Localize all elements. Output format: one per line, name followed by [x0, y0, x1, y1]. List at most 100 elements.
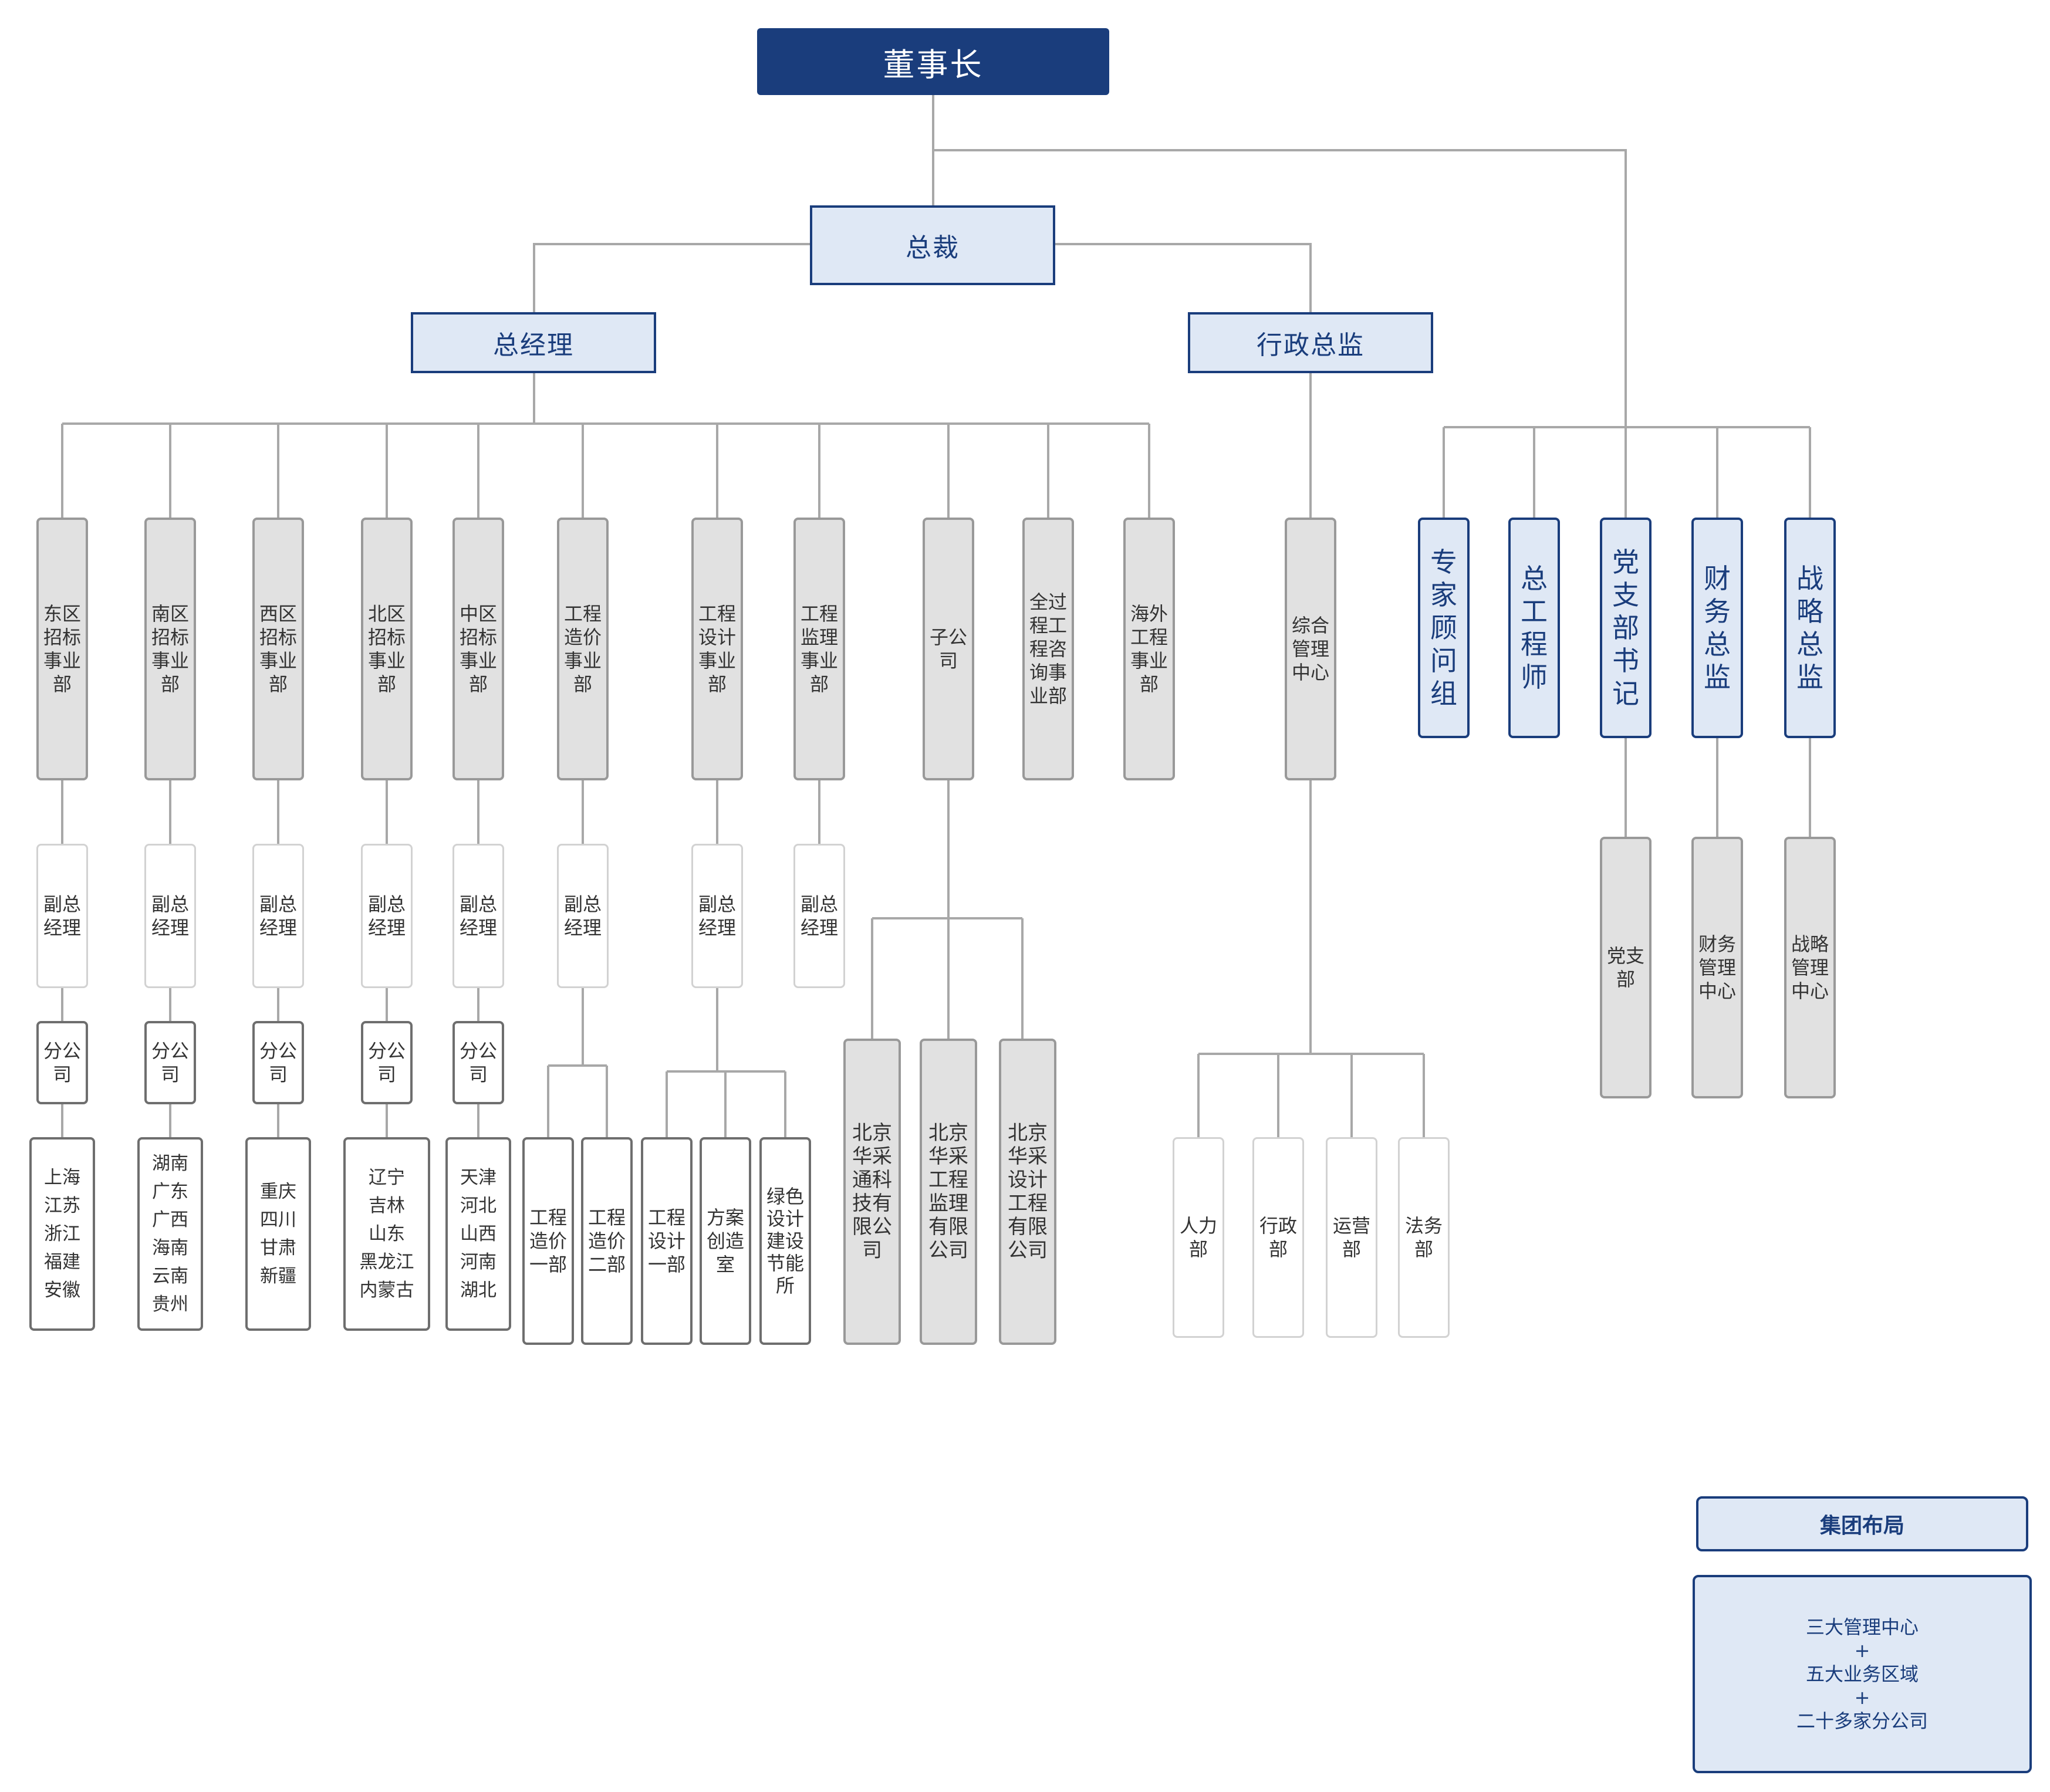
expert-advisory-group: 专家顾问组 [1418, 518, 1470, 738]
finance-management-center: 财务管理中心 [1691, 837, 1743, 1098]
strategy-management-center: 战略管理中心 [1784, 837, 1836, 1098]
chairman-label: 董事长 [883, 46, 984, 83]
deputy-gm: 副总经理 [793, 844, 845, 988]
sub-unit-label: 党支部 [1606, 945, 1644, 990]
admin-department: 人力部 [1173, 1137, 1224, 1338]
subsidiary-label: 北京华采通科技有限公司 [852, 1121, 892, 1262]
deputy-gm-label: 副总经理 [259, 893, 297, 939]
deputy-gm-label: 副总经理 [43, 893, 81, 939]
chief-engineer: 总工程师 [1508, 518, 1560, 738]
deputy-gm: 副总经理 [452, 844, 504, 988]
unit-cost: 工程造价事业部 [557, 518, 609, 780]
unit-label: 海外工程事业部 [1130, 603, 1168, 695]
subsidiary-company: 北京华采通科技有限公司 [843, 1039, 901, 1345]
party-branch: 党支部 [1600, 837, 1652, 1098]
sub-unit-label: 战略管理中心 [1791, 933, 1829, 1002]
branch-label: 分公司 [367, 1040, 406, 1086]
branch-company: 分公司 [252, 1021, 304, 1104]
unit-label: 工程造价事业部 [563, 603, 602, 695]
region-central: 天津 河北 山西 河南 湖北 [445, 1137, 511, 1331]
department-label: 行政部 [1259, 1215, 1297, 1260]
deputy-gm: 副总经理 [691, 844, 743, 988]
region-list: 辽宁 吉林 山东 黑龙江 内蒙古 [359, 1167, 414, 1301]
design-department: 绿色设计建设节能所 [759, 1137, 811, 1345]
branch-label: 分公司 [459, 1040, 497, 1086]
direct-report-label: 专家顾问组 [1430, 546, 1457, 709]
unit-east-bidding: 东区招标事业部 [36, 518, 88, 780]
subsidiary-company: 北京华采设计工程有限公司 [999, 1039, 1056, 1345]
admin-department: 行政部 [1252, 1137, 1304, 1338]
unit-north-bidding: 北区招标事业部 [361, 518, 413, 780]
sub-unit-label: 财务管理中心 [1698, 933, 1736, 1002]
general-manager-box: 总经理 [411, 312, 656, 373]
legend-line: 二十多家分公司 [1796, 1710, 1928, 1732]
strategy-director: 战略总监 [1784, 518, 1836, 738]
legend-title-label: 集团布局 [1819, 1514, 1904, 1538]
deputy-gm: 副总经理 [361, 844, 413, 988]
region-list: 上海 江苏 浙江 福建 安徽 [44, 1167, 80, 1301]
admin-director-box: 行政总监 [1188, 312, 1433, 373]
deputy-gm: 副总经理 [557, 844, 609, 988]
branch-label: 分公司 [259, 1040, 297, 1086]
deputy-gm: 副总经理 [144, 844, 196, 988]
department-label: 工程设计一部 [647, 1206, 685, 1276]
admin-center: 综合管理中心 [1285, 518, 1336, 780]
branch-label: 分公司 [151, 1040, 189, 1086]
direct-report-label: 战略总监 [1796, 563, 1823, 693]
admin-department: 运营部 [1326, 1137, 1377, 1338]
branch-label: 分公司 [43, 1040, 81, 1086]
deputy-gm-label: 副总经理 [151, 893, 189, 939]
unit-label: 北区招标事业部 [367, 603, 406, 695]
legend-plus: + [1854, 1686, 1870, 1709]
region-north: 辽宁 吉林 山东 黑龙江 内蒙古 [343, 1137, 430, 1331]
branch-company: 分公司 [452, 1021, 504, 1104]
department-label: 法务部 [1404, 1215, 1443, 1260]
deputy-gm-label: 副总经理 [800, 893, 838, 939]
finance-director: 财务总监 [1691, 518, 1743, 738]
unit-overseas: 海外工程事业部 [1123, 518, 1175, 780]
unit-label: 中区招标事业部 [459, 603, 497, 695]
unit-label: 全过程工程咨询事业部 [1029, 591, 1067, 707]
legend-plus: + [1854, 1639, 1870, 1662]
unit-subsidiary: 子公司 [923, 518, 974, 780]
admin-department: 法务部 [1398, 1137, 1450, 1338]
region-west: 重庆 四川 甘肃 新疆 [245, 1137, 311, 1331]
design-department: 方案创造室 [700, 1137, 751, 1345]
party-secretary: 党支部书记 [1600, 518, 1652, 738]
unit-central-bidding: 中区招标事业部 [452, 518, 504, 780]
department-label: 工程造价二部 [587, 1206, 626, 1276]
deputy-gm-label: 副总经理 [698, 893, 736, 939]
deputy-gm: 副总经理 [36, 844, 88, 988]
general-manager-label: 总经理 [493, 330, 574, 360]
department-label: 运营部 [1332, 1215, 1370, 1260]
unit-full-consulting: 全过程工程咨询事业部 [1022, 518, 1074, 780]
region-list: 重庆 四川 甘肃 新疆 [260, 1181, 296, 1287]
legend-body: 三大管理中心 + 五大业务区域 + 二十多家分公司 [1693, 1575, 2032, 1773]
admin-center-label: 综合管理中心 [1291, 614, 1329, 684]
region-list: 湖南 广东 广西 海南 云南 贵州 [152, 1153, 188, 1315]
branch-company: 分公司 [144, 1021, 196, 1104]
department-label: 绿色设计建设节能所 [766, 1185, 804, 1297]
legend-title: 集团布局 [1696, 1496, 2028, 1551]
admin-director-label: 行政总监 [1257, 330, 1365, 360]
branch-company: 分公司 [36, 1021, 88, 1104]
chairman-box: 董事长 [757, 28, 1109, 95]
department-label: 人力部 [1179, 1215, 1217, 1260]
unit-south-bidding: 南区招标事业部 [144, 518, 196, 780]
unit-label: 西区招标事业部 [259, 603, 297, 695]
unit-label: 南区招标事业部 [151, 603, 189, 695]
cost-department: 工程造价二部 [581, 1137, 633, 1345]
region-list: 天津 河北 山西 河南 湖北 [460, 1167, 497, 1301]
region-south: 湖南 广东 广西 海南 云南 贵州 [137, 1137, 203, 1331]
subsidiary-company: 北京华采工程监理有限公司 [920, 1039, 977, 1345]
unit-label: 工程监理事业部 [800, 603, 838, 695]
department-label: 方案创造室 [706, 1206, 744, 1276]
region-east: 上海 江苏 浙江 福建 安徽 [29, 1137, 95, 1331]
deputy-gm: 副总经理 [252, 844, 304, 988]
deputy-gm-label: 副总经理 [563, 893, 602, 939]
legend-line: 五大业务区域 [1805, 1663, 1919, 1685]
direct-report-label: 党支部书记 [1612, 546, 1639, 709]
unit-west-bidding: 西区招标事业部 [252, 518, 304, 780]
direct-report-label: 财务总监 [1704, 563, 1731, 693]
